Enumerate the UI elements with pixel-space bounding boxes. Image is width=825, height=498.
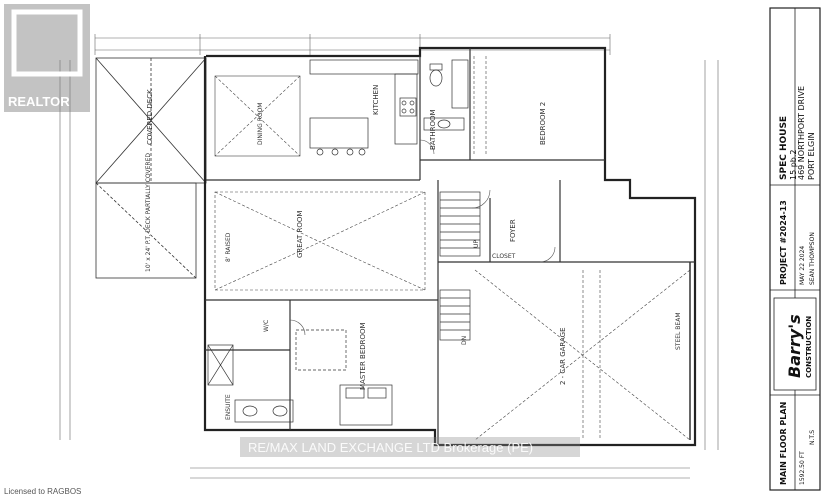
label-dining: DINING ROOM	[257, 103, 264, 145]
label-ensuite: ENSUITE	[225, 394, 232, 420]
dimension-lines	[59, 34, 719, 479]
title-sheet: MAIN FLOOR PLAN	[779, 402, 788, 485]
garage-ceiling	[474, 269, 691, 441]
title-area: 1592.50 FT	[799, 451, 806, 485]
master-bed	[295, 329, 393, 426]
title-project: PROJECT #2024-13	[779, 200, 788, 285]
title-address: 469 NORTHPORT DRIVE	[797, 86, 806, 180]
label-beam: STEEL BEAM	[675, 313, 682, 351]
label-bathroom: BATHROOM	[429, 109, 437, 150]
door-swings	[289, 139, 556, 336]
label-garage: 2 - CAR GARAGE	[559, 327, 567, 385]
exterior-walls	[203, 46, 697, 447]
bathroom-fixtures	[423, 59, 469, 131]
logo-barrys: Barry's	[785, 314, 804, 378]
dining-area	[214, 75, 301, 157]
label-dn: DN	[461, 336, 468, 345]
title-drawn-by: SEAN THOMPSON	[809, 232, 816, 285]
label-foyer: FOYER	[509, 219, 517, 242]
title-date: MAY 22 2024	[799, 246, 806, 285]
stairs	[439, 191, 481, 341]
deck	[95, 182, 197, 279]
label-bedroom2: BEDROOM 2	[539, 102, 547, 145]
label-great-room: GREAT ROOM	[296, 211, 304, 258]
title-town: PORT ELGIN	[807, 132, 816, 180]
great-room-ceiling	[214, 191, 426, 291]
room-labels: COVERED DECK 10' x 24' P.T. DECK PARTIAL…	[145, 85, 682, 420]
label-wic: W/C	[263, 320, 270, 332]
brokerage-text: RE/MAX LAND EXCHANGE LTD Brokerage (PE)	[248, 440, 533, 455]
logo-construction: CONSTRUCTION	[805, 316, 813, 378]
title-block: SPEC HOUSE 15 pb.2 469 NORTHPORT DRIVE P…	[769, 7, 821, 491]
title-scale: N.T.S	[809, 430, 816, 445]
realtor-watermark: REALTOR	[4, 4, 90, 112]
label-raised: 8' RAISED	[225, 232, 232, 262]
realtor-logo-text: REALTOR	[8, 94, 70, 109]
label-covered-deck: COVERED DECK	[146, 89, 154, 145]
ensuite-fixtures	[207, 344, 294, 423]
bedroom2-closet	[473, 56, 487, 156]
interior-walls	[205, 48, 695, 445]
license-text: Licensed to RAGBOS	[4, 487, 81, 496]
brokerage-watermark: RE/MAX LAND EXCHANGE LTD Brokerage (PE)	[240, 437, 580, 457]
label-master: MASTER BEDROOM	[359, 322, 367, 390]
label-up: UP	[473, 240, 480, 248]
kitchen-fixtures	[309, 59, 419, 156]
label-kitchen: KITCHEN	[372, 85, 380, 115]
label-closet: CLOSET	[492, 253, 516, 260]
label-deck: 10' x 24' P.T. DECK PARTIALLY COVERED	[145, 153, 152, 272]
title-spec: SPEC HOUSE	[779, 116, 789, 180]
title-lot: 15 pb.2	[789, 149, 798, 180]
